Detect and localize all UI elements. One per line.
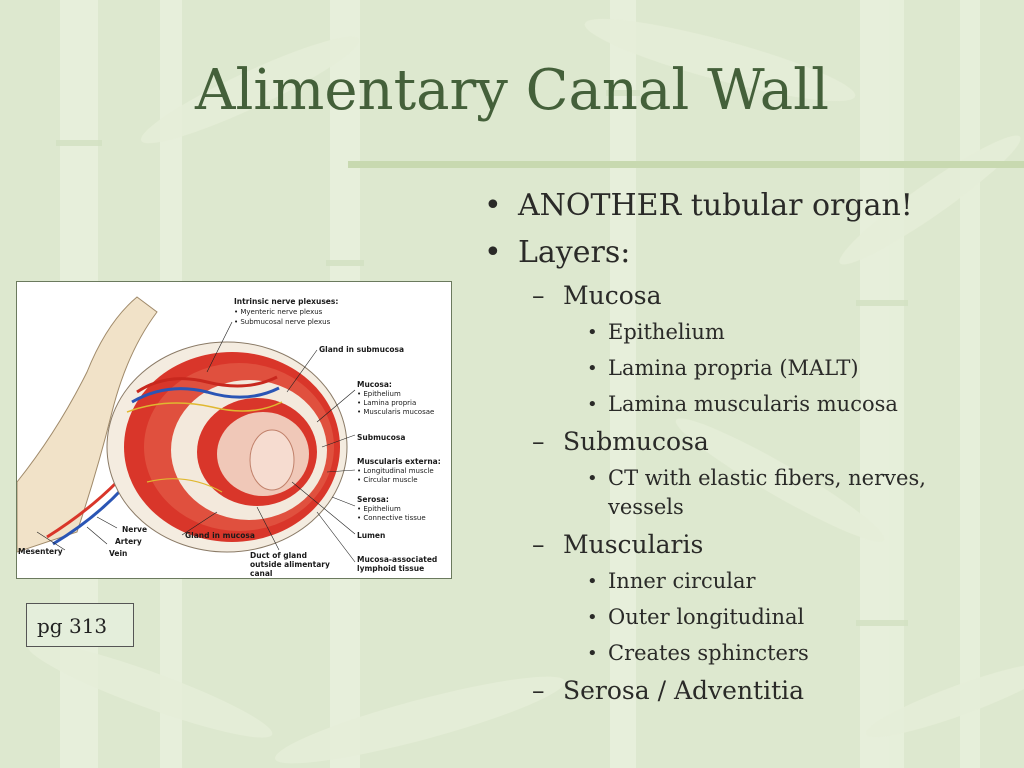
label-vein: Vein [109, 549, 127, 558]
label-circular: • Circular muscle [357, 476, 418, 484]
sub-sub-bullet-text: CT with elastic fibers, nerves, vessels [608, 466, 926, 519]
label-muscularis-externa: Muscularis externa: [357, 457, 441, 466]
label-duct-1: Duct of gland [250, 551, 307, 560]
label-mesentery: Mesentery [18, 547, 63, 556]
bullet-list: •ANOTHER tubular organ! •Layers: –Mucosa… [480, 186, 1000, 713]
bullet-dot-icon: • [587, 643, 598, 664]
label-gland-mucosa: Gland in mucosa [185, 531, 255, 540]
sub-sub-bullet-text: Lamina propria (MALT) [608, 356, 859, 380]
mesentery-shape [17, 296, 158, 553]
sub-bullet-item: –Mucosa [480, 280, 1000, 312]
bullet-item: • Layers: [480, 233, 1000, 273]
label-myenteric: • Myenteric nerve plexus [234, 308, 323, 316]
sub-sub-bullet-item: • CT with elastic fibers, nerves, vessels [480, 464, 1000, 522]
sub-sub-bullet-text: Inner circular [608, 569, 756, 593]
label-gland-submucosa: Gland in submucosa [319, 345, 404, 354]
sub-bullet-text: Submucosa [563, 427, 709, 456]
alimentary-canal-diagram: Intrinsic nerve plexuses: • Myenteric ne… [16, 281, 452, 579]
label-lamina-propria: • Lamina propria [357, 399, 416, 407]
sub-bullet-text: Serosa / Adventitia [563, 676, 805, 705]
bullet-dot-icon: • [587, 571, 598, 592]
page-reference-box: pg 313 [26, 603, 134, 647]
bullet-dot-icon: • [587, 394, 598, 415]
label-malt-1: Mucosa-associated [357, 555, 437, 564]
sub-sub-bullet-item: • Lamina muscularis mucosa [480, 390, 1000, 419]
bullet-dot-icon: • [587, 358, 598, 379]
vein-vessel [131, 386, 280, 404]
sub-sub-bullet-item: • Lamina propria (MALT) [480, 354, 1000, 383]
sub-bullet-text: Muscularis [563, 530, 704, 559]
label-nerve: Nerve [122, 525, 147, 534]
label-artery: Artery [115, 537, 142, 546]
sub-sub-bullet-item: • Outer longitudinal [480, 603, 1000, 632]
label-serosa: Serosa: [357, 495, 389, 504]
bullet-dot-icon: • [587, 468, 598, 489]
label-connective: • Connective tissue [357, 514, 426, 522]
dash-icon: – [532, 427, 545, 456]
dash-icon: – [532, 281, 545, 310]
dash-icon: – [532, 530, 545, 559]
label-longitudinal: • Longitudinal muscle [357, 467, 434, 475]
sub-sub-bullet-text: Epithelium [608, 320, 725, 344]
sub-sub-bullet-item: • Inner circular [480, 567, 1000, 596]
slide-title: Alimentary Canal Wall [195, 58, 829, 123]
bullet-dot-icon: • [484, 188, 502, 223]
sub-bullet-item: –Submucosa [480, 426, 1000, 458]
label-intrinsic: Intrinsic nerve plexuses: [234, 297, 338, 306]
artery-vessel [136, 375, 278, 394]
sub-bullet-item: –Serosa / Adventitia [480, 675, 1000, 707]
nerve-fiber [126, 401, 283, 413]
sub-sub-bullet-text: Outer longitudinal [608, 605, 805, 629]
label-duct-2: outside alimentary [250, 560, 330, 569]
label-malt-2: lymphoid tissue [357, 564, 424, 573]
label-epithelium: • Epithelium [357, 390, 401, 398]
bullet-dot-icon: • [587, 607, 598, 628]
label-muscularis-mucosae: • Muscularis mucosae [357, 408, 434, 416]
label-submucosal-plexus: • Submucosal nerve plexus [234, 318, 331, 326]
sub-bullet-text: Mucosa [563, 281, 662, 310]
sub-sub-bullet-text: Lamina muscularis mucosa [608, 392, 898, 416]
title-underline-rule [348, 161, 1024, 168]
bullet-text: ANOTHER tubular organ! [518, 188, 913, 223]
label-duct-3: canal [250, 569, 272, 578]
bullet-dot-icon: • [484, 235, 502, 270]
dash-icon: – [532, 676, 545, 705]
sub-sub-bullet-item: • Epithelium [480, 318, 1000, 347]
label-serosa-epithelium: • Epithelium [357, 505, 401, 513]
label-submucosa: Submucosa [357, 433, 405, 442]
sub-sub-bullet-item: • Creates sphincters [480, 639, 1000, 668]
label-mucosa: Mucosa: [357, 380, 392, 389]
bullet-item: • ANOTHER tubular organ! [480, 186, 1000, 226]
sub-bullet-item: –Muscularis [480, 529, 1000, 561]
bullet-dot-icon: • [587, 322, 598, 343]
bullet-text: Layers: [518, 235, 631, 270]
lumen-shape [249, 429, 295, 491]
label-lumen: Lumen [357, 531, 385, 540]
sub-sub-bullet-text: Creates sphincters [608, 641, 809, 665]
